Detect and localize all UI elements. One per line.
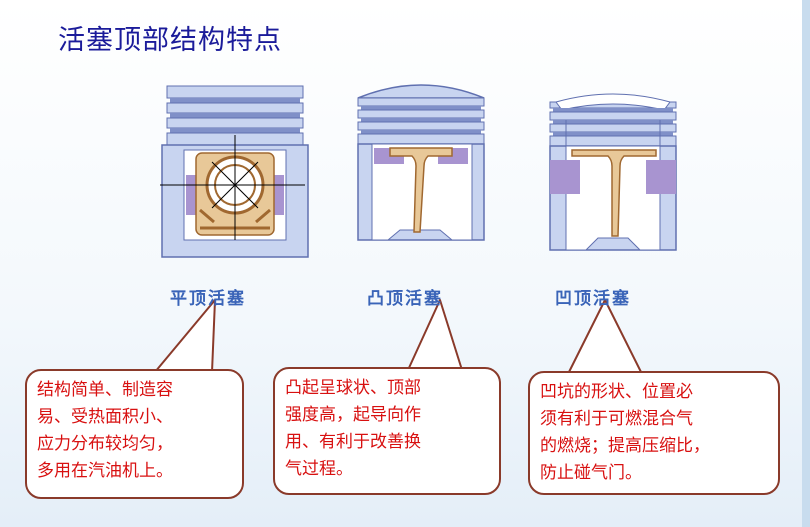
flat-top-piston: [160, 85, 309, 258]
concave-top-piston: [549, 93, 677, 251]
ring-land-4: [357, 133, 485, 145]
callout-line: 应力分布较均匀，: [37, 434, 173, 454]
callout-line: 易、受热面积小、: [37, 407, 173, 427]
callout-concave-top: 凹坑的形状、位置必 须有利于可燃混合气 的燃烧；提高压缩比， 防止碰气门。: [528, 371, 780, 495]
callout-line: 气过程。: [285, 459, 353, 479]
ring-groove-2: [361, 118, 481, 122]
callout-line: 防止碰气门。: [540, 463, 642, 483]
t-rib: [571, 149, 657, 237]
callout-line: 的燃烧；提高压缩比，: [540, 436, 710, 456]
dome-land: [357, 97, 485, 107]
ring-groove-2: [170, 113, 300, 118]
ring-land-2: [549, 111, 677, 121]
crosshair-d2: [211, 161, 259, 209]
ring-land-3: [549, 123, 677, 133]
callout-flat-top: 结构简单、制造容 易、受热面积小、 应力分布较均匀， 多用在汽油机上。: [25, 369, 244, 499]
callout-line: 结构简单、制造容: [37, 380, 173, 400]
dome-top: [357, 84, 485, 99]
edge-bar: [802, 0, 810, 527]
callout-line: 用、有利于改善换: [285, 432, 421, 452]
pointer-2: [407, 299, 463, 371]
convex-top-piston: [357, 84, 485, 241]
ring-groove-3: [553, 132, 673, 136]
ring-land-2: [357, 109, 485, 119]
inner-walls: [565, 120, 661, 146]
ring-land-1: [166, 85, 304, 99]
ring-land-3: [166, 117, 304, 129]
ring-land-2: [166, 102, 304, 114]
callout-line: 凸起呈球状、顶部: [285, 378, 421, 398]
label-concave-top: 凹顶活塞: [555, 289, 631, 309]
boss-left: [550, 160, 580, 194]
callout-line: 须有利于可燃混合气: [540, 409, 693, 429]
callout-line: 多用在汽油机上。: [37, 461, 173, 481]
ring-groove-1: [170, 98, 300, 103]
t-rib: [389, 147, 453, 233]
ring-groove-1: [553, 108, 673, 112]
ring-groove-3: [361, 130, 481, 134]
page-title: 活塞顶部结构特点: [58, 25, 282, 56]
callout-line: 凹坑的形状、位置必: [540, 382, 693, 402]
ring-groove-1: [361, 106, 481, 110]
ring-groove-3: [170, 128, 300, 133]
ring-land-4: [549, 135, 677, 147]
boss-right: [646, 160, 676, 194]
pointer-1: [154, 299, 216, 373]
pointer-3: [567, 299, 643, 375]
label-convex-top: 凸顶活塞: [367, 289, 443, 309]
label-flat-top: 平顶活塞: [170, 289, 246, 309]
ring-groove-2: [553, 120, 673, 124]
callout-convex-top: 凸起呈球状、顶部 强度高，起导向作 用、有利于改善换 气过程。: [273, 367, 501, 495]
ring-land-3: [357, 121, 485, 131]
callout-line: 强度高，起导向作: [285, 405, 421, 425]
